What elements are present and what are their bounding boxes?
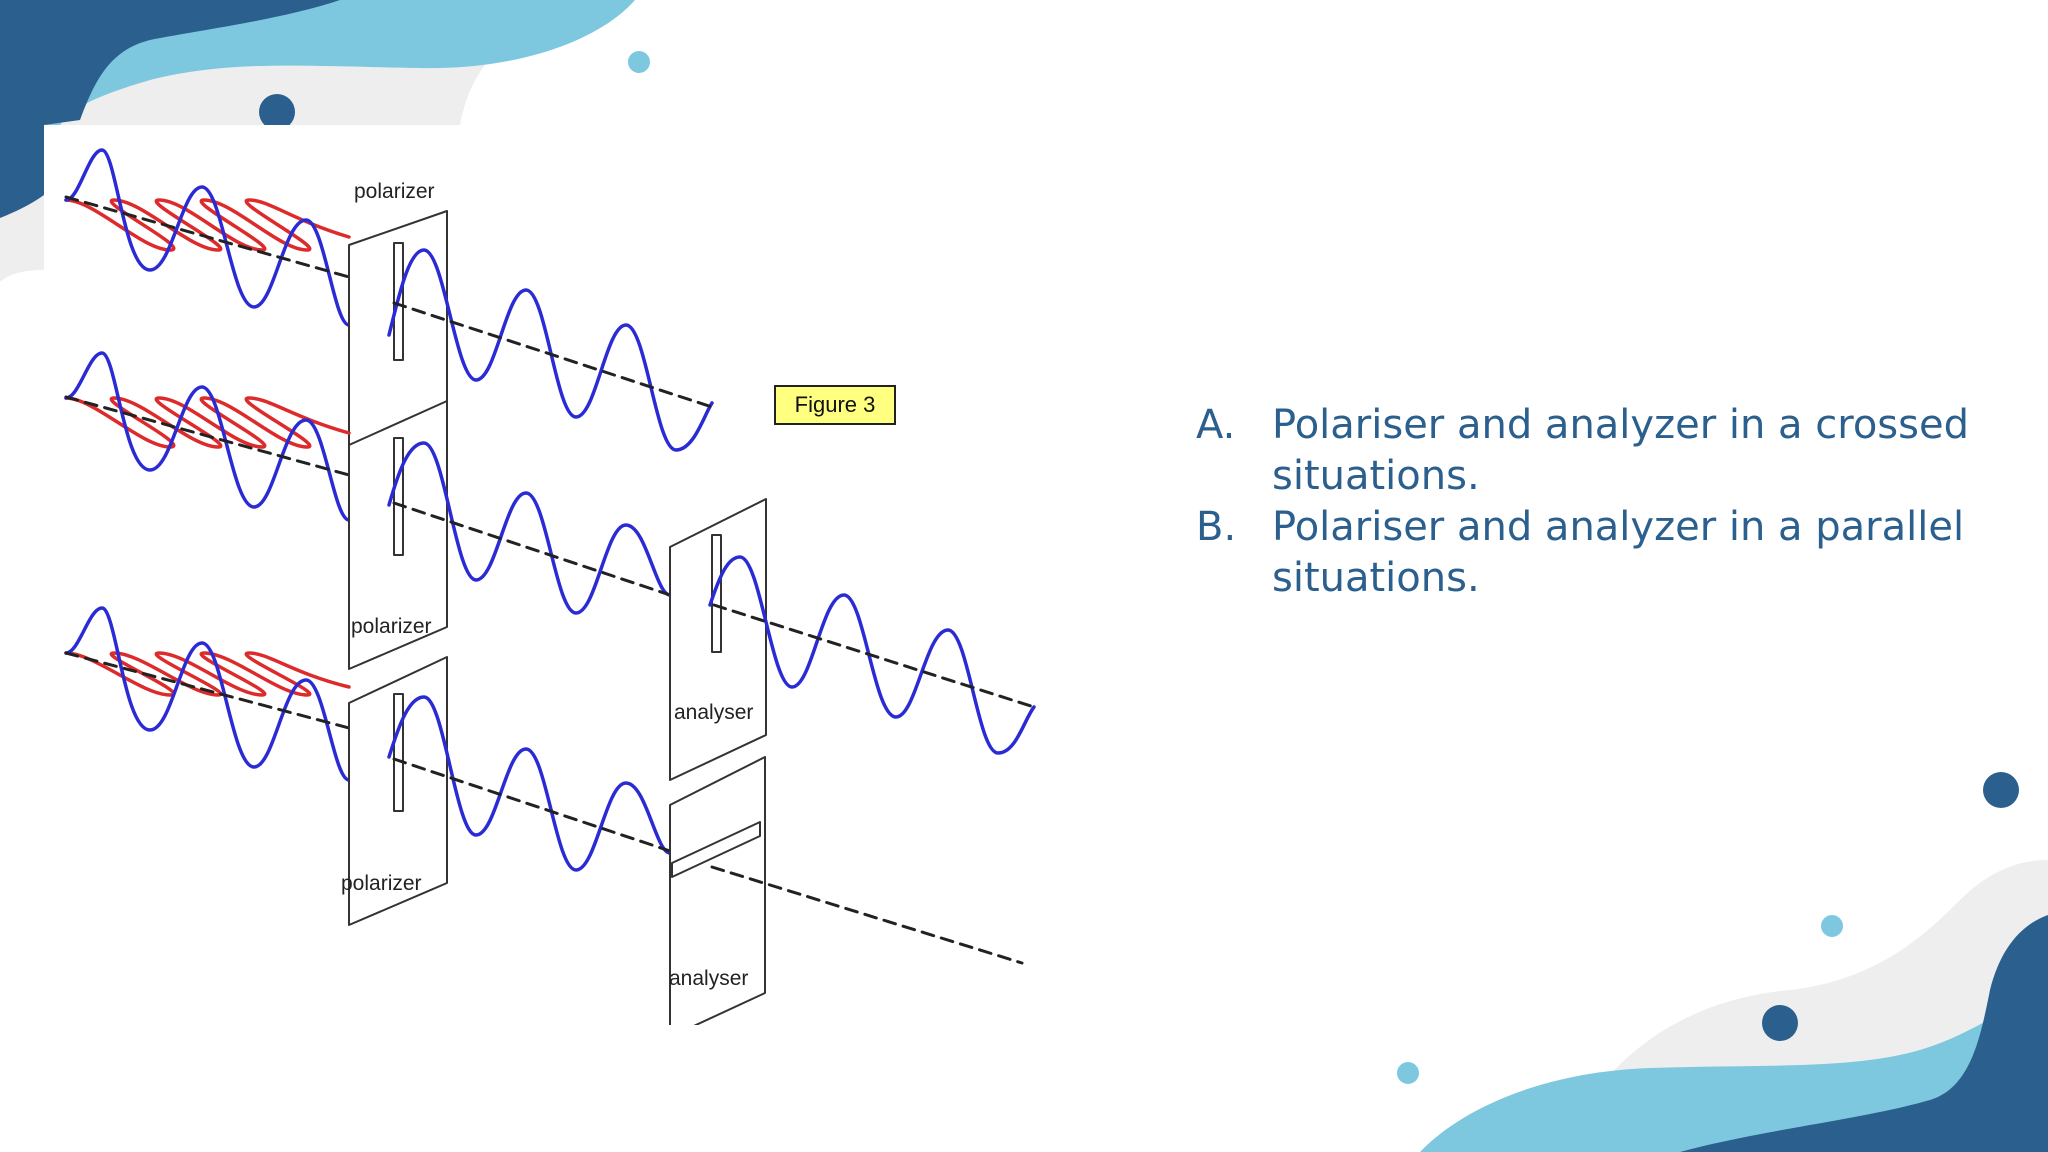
row1-vertical-wave: [64, 148, 351, 327]
row1-transmitted-axis: [392, 301, 714, 409]
top-dot-light: [628, 51, 650, 73]
row3-analyser-slit: [671, 821, 761, 878]
bottom-dot-light: [1397, 1062, 1419, 1084]
bottom-right-dark-blue-blob: [1680, 915, 2048, 1152]
row3-middle-wave: [387, 695, 672, 872]
row2-vertical-wave: [64, 351, 351, 522]
right-dot-light: [1821, 915, 1843, 937]
row3-horizontal-wave: [64, 651, 351, 697]
row2-polarizer-slit: [393, 437, 404, 556]
top-left-dark-blue-blob: [0, 0, 340, 218]
row1-beam-axis: [64, 195, 351, 279]
options-list: A. Polariser and analyzer in a crossed s…: [1196, 400, 1996, 604]
row2-transmitted-axis: [712, 603, 1036, 709]
row2-analyser-label: analyser: [674, 701, 753, 724]
top-dot-dark: [259, 94, 295, 130]
option-b: B. Polariser and analyzer in a parallel …: [1196, 502, 1996, 604]
option-a-text: Polariser and analyzer in a crossed situ…: [1272, 402, 1969, 499]
row3-polarizer-slit: [393, 693, 404, 812]
row3-middle-axis: [392, 757, 672, 853]
bottom-dot-dark: [1762, 1005, 1798, 1041]
row3-polarizer-label: polarizer: [341, 872, 422, 895]
option-b-marker: B.: [1196, 504, 1237, 550]
row2-middle-axis: [392, 501, 672, 597]
figure-tag: Figure 3: [774, 385, 896, 425]
row3-analyser-label: analyser: [669, 967, 748, 990]
option-a-marker: A.: [1196, 402, 1236, 448]
option-b-text: Polariser and analyzer in a parallel sit…: [1272, 504, 1965, 601]
row1-horizontal-wave: [64, 198, 351, 252]
row2-beam-axis: [64, 395, 351, 477]
polarization-diagram: polarizer polarizer analyser: [64, 148, 1036, 1025]
row2-middle-wave: [387, 441, 672, 615]
row3-analyser-frame: [669, 756, 766, 1025]
right-dot-dark: [1983, 772, 2019, 808]
row3-beam-axis: [64, 651, 351, 730]
polarization-diagram-panel: polarizer polarizer analyser: [44, 125, 1104, 1025]
row1-transmitted-wave: [387, 248, 714, 452]
row1-polarizer-label: polarizer: [354, 180, 435, 203]
row2-horizontal-wave: [64, 396, 351, 449]
row3-blocked-axis: [710, 865, 1024, 965]
row2-polarizer-label: polarizer: [351, 615, 432, 638]
row3-vertical-wave: [64, 606, 351, 782]
option-a: A. Polariser and analyzer in a crossed s…: [1196, 400, 1996, 502]
row2-analyser-slit: [711, 534, 722, 653]
